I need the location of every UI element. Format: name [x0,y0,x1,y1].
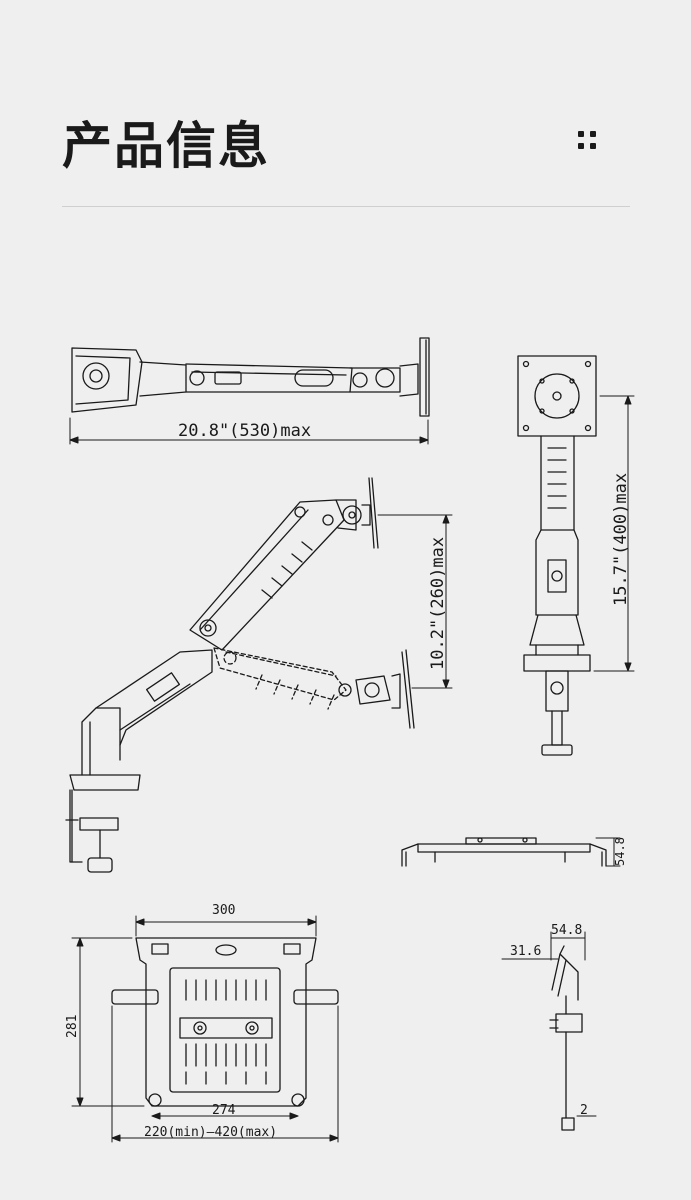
lip-dimensions [501,931,597,1117]
arm-height-dimension [593,395,635,672]
lip-offset-label: 31.6 [510,944,541,959]
arm-front-view [517,355,597,756]
tray-dimensions [71,915,339,1143]
tray-width-label: 300 [212,903,235,918]
tray-clamp-range-label: 220(min)—420(max) [144,1125,277,1140]
arm-height-label: 15.7"(400)max [611,473,631,606]
tray-side-view [401,837,607,867]
grid-icon [578,131,596,149]
tray-inner-width-label: 274 [212,1103,236,1118]
tray-lip-detail [549,945,583,1131]
page-title: 产品信息 [62,117,270,175]
tray-side-height-label: 54.8 [613,837,627,866]
lip-height-label: 54.8 [551,923,582,938]
arm-tilt-label: 10.2"(260)max [428,537,448,670]
title-divider [62,206,630,207]
arm-length-label: 20.8"(530)max [178,421,311,441]
arm-length-dimension [69,417,429,445]
tray-side-height-dimension [595,837,621,867]
arm-tilt-dimension [377,514,453,689]
lip-thickness-label: 2 [580,1103,588,1118]
tray-top-view [111,937,339,1107]
arm-top-view [71,337,430,417]
tray-depth-label: 281 [65,1015,80,1038]
arm-side-view [65,477,415,873]
